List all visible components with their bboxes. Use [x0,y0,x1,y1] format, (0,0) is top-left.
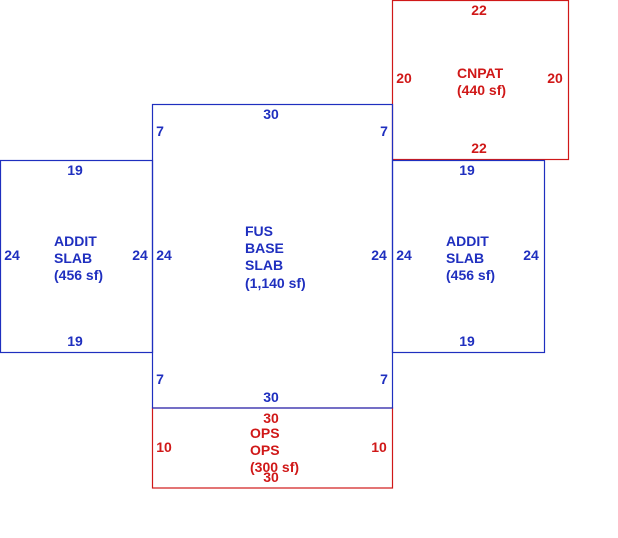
base-dim-top: 30 [263,106,279,122]
base-dim-ul: 7 [156,123,164,139]
base-line1: FUS [245,223,273,239]
base-dim-left: 24 [156,247,172,263]
ops-dim-bottom: 30 [263,469,279,485]
cnpat-dim-left: 20 [396,70,412,86]
base-line2: BASE [245,240,284,256]
addit-left-dim-bottom: 19 [67,333,83,349]
addit-right-dim-top: 19 [459,162,475,178]
base-dim-lr: 7 [380,371,388,387]
ops-area: (300 sf) [250,459,299,475]
addit-right-dim-left: 24 [396,247,412,263]
ops-dim-top: 30 [263,410,279,426]
cnpat-dim-bottom: 22 [471,140,487,156]
addit-right-dim-bottom: 19 [459,333,475,349]
ops-line1: OPS [250,425,280,441]
addit-right-line1: ADDIT [446,233,489,249]
addit-left-area: (456 sf) [54,267,103,283]
base-dim-bottom: 30 [263,389,279,405]
cnpat-name: CNPAT [457,65,504,81]
ops-dim-right: 10 [371,439,387,455]
base-area: (1,140 sf) [245,275,306,291]
cnpat-outline [391,0,570,161]
addit-left-line1: ADDIT [54,233,97,249]
addit-right-line2: SLAB [446,250,484,266]
cnpat-dim-right: 20 [547,70,563,86]
base-dim-ll: 7 [156,371,164,387]
addit-right-dim-right: 24 [523,247,539,263]
addit-left-dim-left: 24 [4,247,20,263]
addit-left-dim-right: 24 [132,247,148,263]
ops-line2: OPS [250,442,280,458]
base-dim-ur: 7 [380,123,388,139]
ops-dim-left: 10 [156,439,172,455]
addit-left-line2: SLAB [54,250,92,266]
base-dim-right: 24 [371,247,387,263]
addit-left-dim-top: 19 [67,162,83,178]
cnpat-dim-top: 22 [471,2,487,18]
base-line3: SLAB [245,257,283,273]
addit-right-outline [391,159,546,354]
cnpat-area: (440 sf) [457,82,506,98]
addit-right-area: (456 sf) [446,267,495,283]
